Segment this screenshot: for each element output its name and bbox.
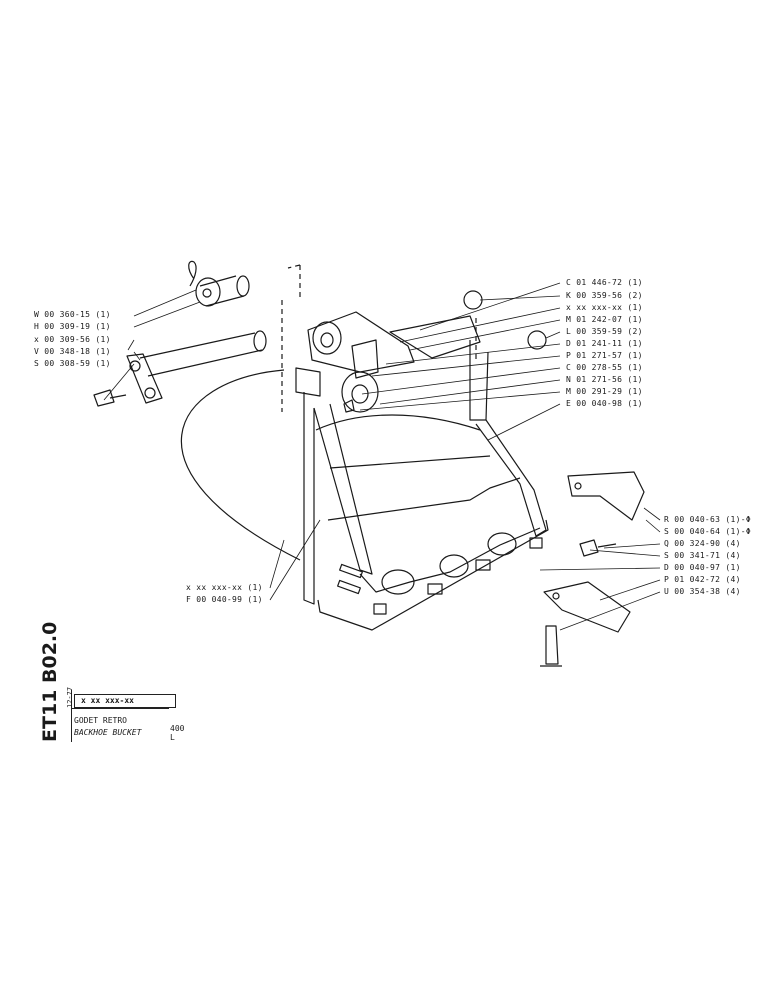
lower-pin (93, 330, 267, 407)
cutter-parts (540, 471, 645, 667)
bushing-l (527, 330, 547, 350)
callout-right-9: M 00 291-29 (1) (566, 387, 643, 396)
callout-right-7: C 00 278-55 (1) (566, 363, 643, 372)
callout-right-0: C 01 446-72 (1) (566, 278, 643, 287)
leader-lines-left (103, 289, 321, 601)
callout-lower-right-1: S 00 040-64 (1)-Φ (664, 527, 751, 536)
title-block-date: 12-77 (66, 686, 74, 708)
title-block-title-en: BACKHOE BUCKET (74, 728, 142, 737)
callout-right-8: N 01 271-56 (1) (566, 375, 643, 384)
leader-lines-right (359, 282, 661, 631)
callout-right-1: K 00 359-56 (2) (566, 291, 643, 300)
link-assembly (307, 311, 481, 413)
callout-bottom-left-0: x xx xxx-xx (1) (186, 583, 263, 592)
callout-lower-right-0: R 00 040-63 (1)-Φ (664, 515, 751, 524)
drawing-code-text: ET11 B02.0 (39, 621, 61, 742)
title-block-capacity: 400 L (170, 724, 185, 742)
bucket-body (180, 340, 549, 631)
title-block-title-fr: GODET RETRO (74, 716, 127, 725)
callout-left-2: x 00 309-56 (1) (34, 335, 111, 344)
title-block: x xx xxx-xx 12-77 GODET RETRO BACKHOE BU… (66, 686, 184, 744)
title-block-divider-v (71, 690, 72, 742)
callout-lower-right-2: Q 00 324-90 (4) (664, 539, 741, 548)
callout-lower-right-4: D 00 040-97 (1) (664, 563, 741, 572)
callout-right-10: E 00 040-98 (1) (566, 399, 643, 408)
callout-right-5: D 01 241-11 (1) (566, 339, 643, 348)
callout-right-3: M 01 242-07 (1) (566, 315, 643, 324)
upper-pin (188, 260, 250, 307)
callout-right-4: L 00 359-59 (2) (566, 327, 643, 336)
dashed-axis-top (287, 264, 301, 300)
callout-right-6: P 01 271-57 (1) (566, 351, 643, 360)
callout-left-0: W 00 360-15 (1) (34, 310, 111, 319)
callout-left-4: S 00 308-59 (1) (34, 359, 111, 368)
drawing-code: ET11 B02.0 (38, 622, 62, 742)
callout-left-3: V 00 348-18 (1) (34, 347, 111, 356)
callout-lower-right-3: S 00 341-71 (4) (664, 551, 741, 560)
title-block-divider-h (71, 708, 169, 709)
callout-lower-right-6: U 00 354-38 (4) (664, 587, 741, 596)
callout-bottom-left-1: F 00 040-99 (1) (186, 595, 263, 604)
callout-right-2: x xx xxx-xx (1) (566, 303, 643, 312)
callout-lower-right-5: P 01 042-72 (4) (664, 575, 741, 584)
title-block-reference: x xx xxx-xx (74, 694, 176, 708)
bushing-k (463, 290, 483, 310)
callout-left-1: H 00 309-19 (1) (34, 322, 111, 331)
